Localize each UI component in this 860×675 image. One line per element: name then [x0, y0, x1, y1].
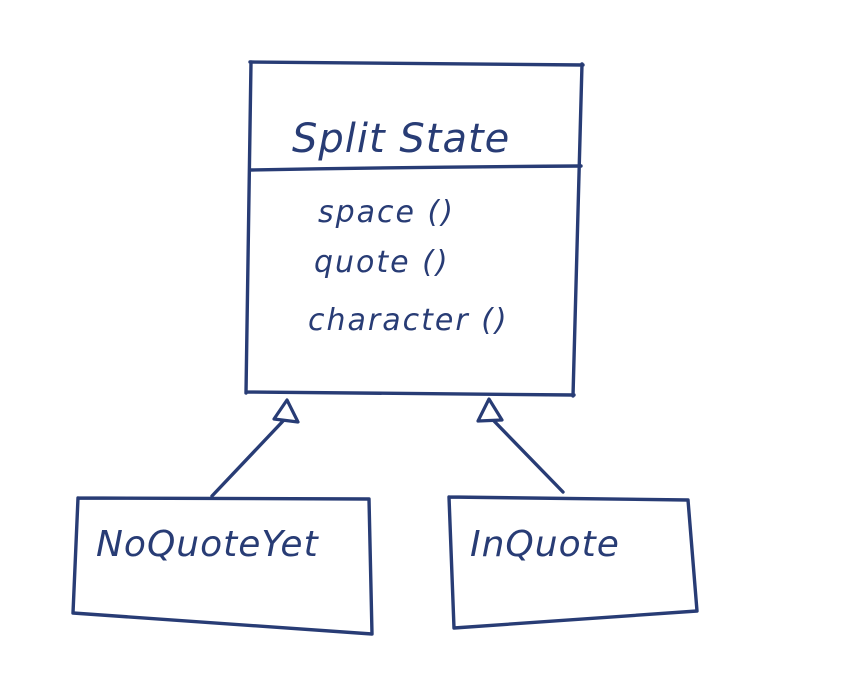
- generalization-line-left: [210, 418, 286, 498]
- class-inquote-border: [447, 495, 699, 630]
- class-split-state: Split State space () quote () character …: [244, 60, 585, 398]
- class-split-state-name: Split State: [292, 116, 510, 162]
- generalization-inquote: [476, 397, 565, 494]
- class-inquote-name: InQuote: [470, 524, 620, 565]
- triangle-arrowhead-right-icon: [476, 397, 504, 423]
- class-noquoteyet: NoQuoteYet: [71, 496, 374, 636]
- generalization-line-right: [492, 419, 565, 494]
- operation-quote: quote (): [314, 245, 450, 280]
- triangle-arrowhead-left-icon: [272, 398, 300, 424]
- class-noquoteyet-border: [71, 496, 374, 636]
- class-split-state-divider: [248, 164, 583, 172]
- generalization-noquoteyet: [210, 398, 300, 498]
- class-split-state-border: [244, 60, 585, 398]
- class-inquote: InQuote: [447, 495, 699, 630]
- operation-space: space (): [318, 195, 455, 230]
- class-noquoteyet-name: NoQuoteYet: [96, 524, 320, 565]
- operation-character: character (): [308, 303, 509, 338]
